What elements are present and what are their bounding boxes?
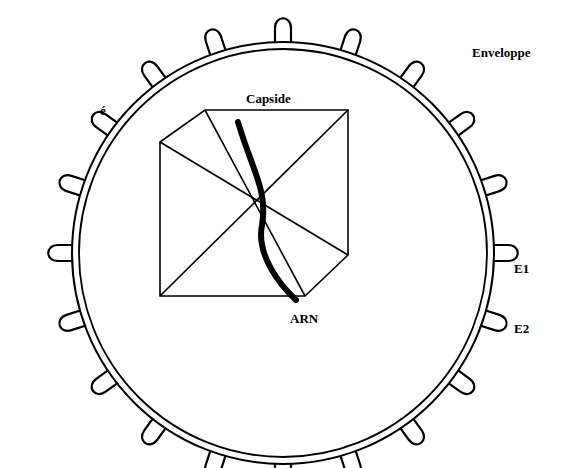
envelope-label: Enveloppe bbox=[472, 46, 531, 59]
glycoprotein-spikes bbox=[48, 18, 518, 468]
capsid-label: Capside bbox=[246, 92, 291, 105]
spike bbox=[48, 245, 74, 261]
rna-label: ARN bbox=[290, 312, 318, 325]
capsid-cube bbox=[160, 110, 348, 296]
text-fragment: é bbox=[100, 104, 106, 117]
envelope-outer bbox=[72, 42, 494, 464]
e2-label: E2 bbox=[514, 322, 529, 335]
e1-label: E1 bbox=[514, 262, 529, 275]
rna-strand bbox=[238, 122, 296, 300]
envelope-inner bbox=[79, 49, 487, 457]
spike bbox=[492, 245, 518, 261]
spike bbox=[275, 18, 291, 44]
